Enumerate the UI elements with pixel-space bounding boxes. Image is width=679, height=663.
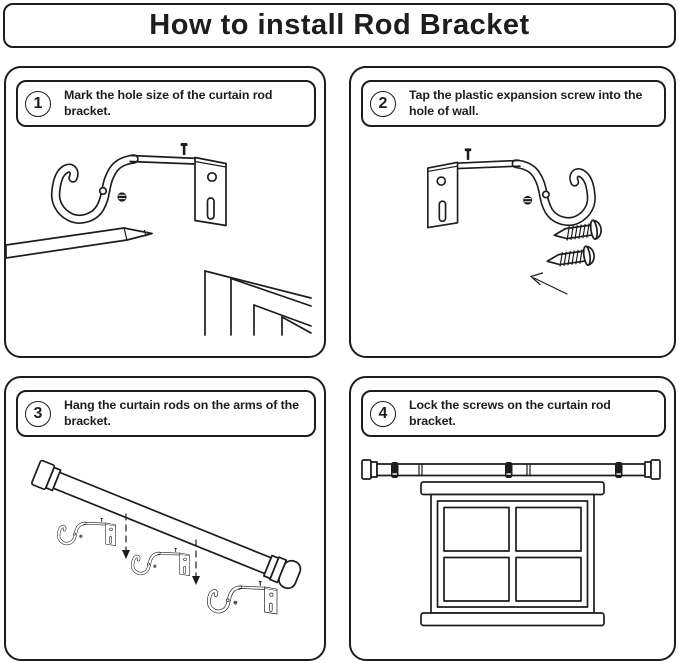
step-2-number-badge: 2 <box>370 90 396 117</box>
step-3-number-badge: 3 <box>25 400 51 427</box>
rod-clip <box>391 462 623 478</box>
step-2-illustration <box>351 128 604 295</box>
step-3-illustration <box>31 459 302 616</box>
step-panel-2: 2 Tap the plastic expansion screw into t… <box>349 66 676 358</box>
step-4-text: Lock the screws on the curtain rod brack… <box>409 398 611 428</box>
wall-bracket-illustration <box>56 143 226 226</box>
curtain-rod-illustration <box>361 459 661 480</box>
dashed-arrow-icon <box>122 513 200 585</box>
step-1-illustration <box>6 128 312 336</box>
window-illustration <box>420 481 605 627</box>
step-2-header: 2 Tap the plastic expansion screw into t… <box>361 80 666 127</box>
step-4-header: 4 Lock the screws on the curtain rod bra… <box>361 390 666 437</box>
step-panel-3: 3 Hang the curtain rods on the arms of t… <box>4 376 326 661</box>
step-panel-4: 4 Lock the screws on the curtain rod bra… <box>349 376 676 661</box>
curtain-rod-illustration <box>31 459 302 590</box>
direction-arrow-icon <box>529 272 568 295</box>
step-4-number-badge: 4 <box>370 400 396 427</box>
step-3-header: 3 Hang the curtain rods on the arms of t… <box>16 390 316 437</box>
step-panel-1: 1 Mark the hole size of the curtain rod … <box>4 66 326 358</box>
pencil-illustration <box>6 227 153 259</box>
step-3-text: Hang the curtain rods on the arms of the… <box>64 398 299 428</box>
step-1-header: 1 Mark the hole size of the curtain rod … <box>16 80 316 127</box>
door-frame-illustration <box>204 270 312 336</box>
step-4-illustration <box>361 459 661 627</box>
step-2-text: Tap the plastic expansion screw into the… <box>409 88 643 118</box>
step-1-number-badge: 1 <box>25 90 51 117</box>
step-1-text: Mark the hole size of the curtain rod br… <box>64 88 273 118</box>
sheet-title-box: How to install Rod Bracket <box>3 3 676 48</box>
page-title: How to install Rod Bracket <box>149 9 530 41</box>
expansion-screws-illustration <box>545 218 604 272</box>
wall-bracket-illustration <box>428 148 592 227</box>
